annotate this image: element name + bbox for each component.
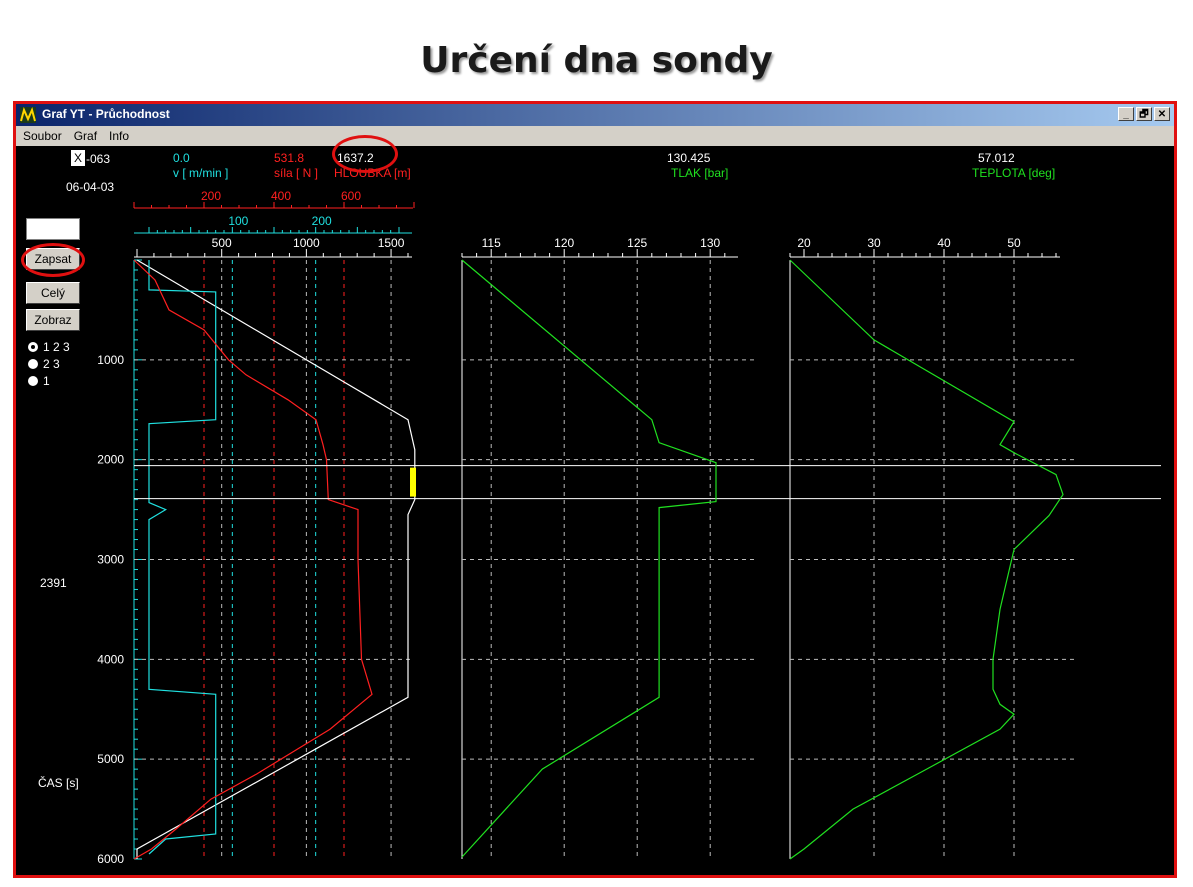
force-line — [133, 259, 373, 860]
pressure-tick-label: 125 — [627, 236, 647, 250]
menu-info[interactable]: Info — [109, 129, 130, 143]
pressure-tick-label: 115 — [482, 236, 501, 250]
velocity-value: 0.0 — [173, 151, 190, 165]
graph-client-area: 200 400 600 100 200 500 1000 1500 1000 2000 3000 40… — [16, 135, 1174, 875]
cely-button[interactable]: Celý — [26, 282, 80, 304]
radio-23[interactable]: 2 3 — [28, 357, 60, 371]
restore-button[interactable]: 🗗 — [1136, 107, 1152, 121]
minimize-button[interactable]: _ — [1118, 107, 1134, 121]
depth-tick-label: 1000 — [293, 236, 320, 250]
annotation-frame: Graf YT - Průchodnost _ 🗗 ✕ Soubor Graf … — [13, 101, 1177, 878]
window-title: Graf YT - Průchodnost — [42, 107, 170, 121]
temperature-label: TEPLOTA [deg] — [972, 166, 1056, 180]
radio-empty-icon — [28, 376, 38, 386]
radio-label: 2 3 — [43, 357, 60, 371]
velocity-label: v [ m/min ] — [173, 166, 229, 180]
force-tick-label: 400 — [271, 189, 291, 203]
menu-graf[interactable]: Graf — [73, 129, 98, 143]
graph-canvas: 200 400 600 100 200 500 1000 1500 1000 2000 3000 40… — [97, 189, 1161, 866]
temperature-line — [789, 259, 1064, 860]
radio-1[interactable]: 1 — [28, 374, 50, 388]
time-tick-label: 6000 — [97, 852, 124, 866]
pressure-line — [461, 259, 717, 858]
temperature-tick-label: 40 — [937, 236, 951, 250]
time-tick-label: 2000 — [97, 453, 124, 467]
velocity-line — [148, 260, 217, 855]
radio-label: 1 — [43, 374, 50, 388]
time-axis-label: ČAS [s] — [38, 776, 79, 790]
x-value: -063 — [86, 152, 111, 166]
zobraz-button[interactable]: Zobraz — [26, 309, 80, 331]
velocity-tick-label: 200 — [312, 214, 332, 228]
depth-tick-label: 500 — [212, 236, 232, 250]
velocity-tick-label: 100 — [228, 214, 248, 228]
force-tick-label: 200 — [201, 189, 221, 203]
value-input[interactable] — [26, 218, 80, 240]
depth-tick-label: 1500 — [378, 236, 405, 250]
menu-bar: Soubor Graf Info — [16, 126, 1174, 146]
pressure-label: TLAK [bar] — [671, 166, 729, 180]
radio-selected-icon — [28, 342, 38, 352]
pressure-tick-label: 130 — [700, 236, 720, 250]
temperature-tick-label: 20 — [797, 236, 811, 250]
force-label: síla [ N ] — [274, 166, 319, 180]
pressure-value: 130.425 — [667, 151, 711, 165]
depth-annotation-circle — [332, 135, 398, 173]
radio-123[interactable]: 1 2 3 — [28, 340, 70, 354]
close-button[interactable]: ✕ — [1154, 107, 1170, 121]
temperature-value: 57.012 — [978, 151, 1015, 165]
x-box[interactable]: X — [71, 150, 85, 166]
force-tick-label: 600 — [341, 189, 361, 203]
depth-highlight-marker — [410, 467, 416, 497]
temperature-tick-label: 50 — [1007, 236, 1021, 250]
force-value: 531.8 — [274, 151, 305, 165]
app-logo-icon — [20, 107, 36, 123]
time-tick-label: 4000 — [97, 652, 124, 666]
radio-label: 1 2 3 — [43, 340, 70, 354]
date-label: 06-04-03 — [66, 180, 115, 194]
temperature-tick-label: 30 — [867, 236, 881, 250]
pressure-tick-label: 120 — [554, 236, 574, 250]
radio-empty-icon — [28, 359, 38, 369]
zapsat-annotation-circle — [21, 243, 85, 277]
slide-title: Určení dna sondy — [420, 40, 773, 81]
time-tick-label: 1000 — [97, 353, 124, 367]
time-tick-label: 3000 — [97, 553, 124, 567]
time-tick-label: 5000 — [97, 752, 124, 766]
window-titlebar[interactable]: Graf YT - Průchodnost _ 🗗 ✕ — [16, 104, 1174, 126]
cursor-time: 2391 — [40, 576, 67, 590]
depth-line — [136, 259, 416, 859]
menu-soubor[interactable]: Soubor — [23, 129, 62, 143]
